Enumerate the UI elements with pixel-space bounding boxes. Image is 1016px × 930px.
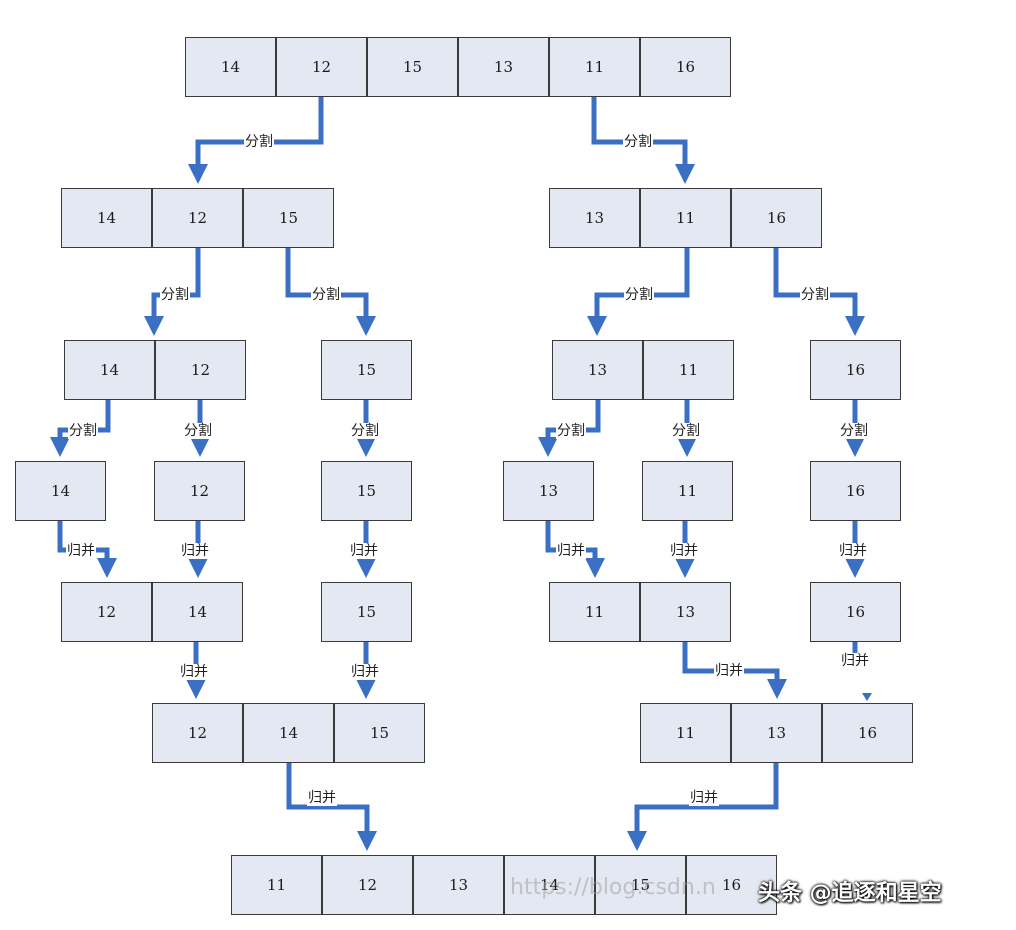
csdn-watermark: https://blog.csdn.n [510,875,716,900]
array-cell-split1-right-2: 16 [731,188,822,248]
array-cell-single-2-0: 12 [154,461,245,521]
merge-arrowhead-stub [862,693,872,701]
split-label-10: 分割 [556,423,586,439]
array-cell-merge1-a-0: 12 [61,582,152,642]
array-cell-single-4-0: 13 [503,461,594,521]
split-label-8: 分割 [183,423,213,439]
merge-label-23: 归并 [307,790,337,806]
merge-label-19: 归并 [179,664,209,680]
array-cell-final-5: 16 [686,855,777,915]
array-cell-split2-a-0: 14 [64,340,155,400]
array-cell-split1-left-1: 12 [152,188,243,248]
merge-label-20: 归并 [350,664,380,680]
array-cell-root-0: 14 [185,37,276,97]
array-cell-single-5-0: 11 [642,461,733,521]
array-cell-split2-c-0: 13 [552,340,643,400]
merge-label-18: 归并 [838,543,868,559]
array-cell-split1-right-1: 11 [640,188,731,248]
merge-label-22: 归并 [840,653,870,669]
split-label-12: 分割 [839,423,869,439]
array-cell-merge2-right-2: 16 [822,703,913,763]
merge-arrow-23 [286,763,377,851]
array-cell-merge2-right-0: 11 [640,703,731,763]
split-label-5: 分割 [624,287,654,303]
array-cell-split2-d-0: 16 [810,340,901,400]
split-label-9: 分割 [350,423,380,439]
array-cell-split1-left-0: 14 [61,188,152,248]
merge-label-24: 归并 [689,790,719,806]
array-cell-merge2-left-1: 14 [243,703,334,763]
array-cell-final-4: 15 [595,855,686,915]
array-cell-single-6-0: 16 [810,461,901,521]
merge-label-21: 归并 [714,663,744,679]
array-cell-root-3: 13 [458,37,549,97]
array-cell-split2-a-1: 12 [155,340,246,400]
array-cell-final-0: 11 [231,855,322,915]
array-cell-split2-c-1: 11 [643,340,734,400]
array-cell-single-3-0: 15 [321,461,412,521]
split-label-11: 分割 [671,423,701,439]
split-label-2: 分割 [623,134,653,150]
array-cell-split1-left-2: 15 [243,188,334,248]
array-cell-final-3: 14 [504,855,595,915]
array-cell-root-4: 11 [549,37,640,97]
array-cell-root-5: 16 [640,37,731,97]
array-cell-merge1-b-0: 15 [321,582,412,642]
array-cell-root-1: 12 [276,37,367,97]
array-cell-merge1-c-1: 13 [640,582,731,642]
array-cell-split1-right-0: 13 [549,188,640,248]
split-label-3: 分割 [160,287,190,303]
array-cell-final-1: 12 [322,855,413,915]
array-cell-single-1-0: 14 [15,461,106,521]
merge-label-14: 归并 [180,543,210,559]
source-watermark: 头条 @追逐和星空 [758,881,942,906]
array-cell-root-2: 15 [367,37,458,97]
merge-label-17: 归并 [669,543,699,559]
split-label-4: 分割 [311,287,341,303]
array-cell-split2-b-0: 15 [321,340,412,400]
split-label-1: 分割 [244,134,274,150]
array-cell-merge1-d-0: 16 [810,582,901,642]
merge-label-16: 归并 [556,543,586,559]
merge-arrow-24 [627,763,779,851]
array-cell-merge1-a-1: 14 [152,582,243,642]
array-cell-merge2-right-1: 13 [731,703,822,763]
merge-label-13: 归并 [66,543,96,559]
array-cell-final-2: 13 [413,855,504,915]
array-cell-merge2-left-2: 15 [334,703,425,763]
merge-label-15: 归并 [349,543,379,559]
split-label-7: 分割 [68,423,98,439]
array-cell-merge1-c-0: 11 [549,582,640,642]
array-cell-merge2-left-0: 12 [152,703,243,763]
split-label-6: 分割 [800,287,830,303]
